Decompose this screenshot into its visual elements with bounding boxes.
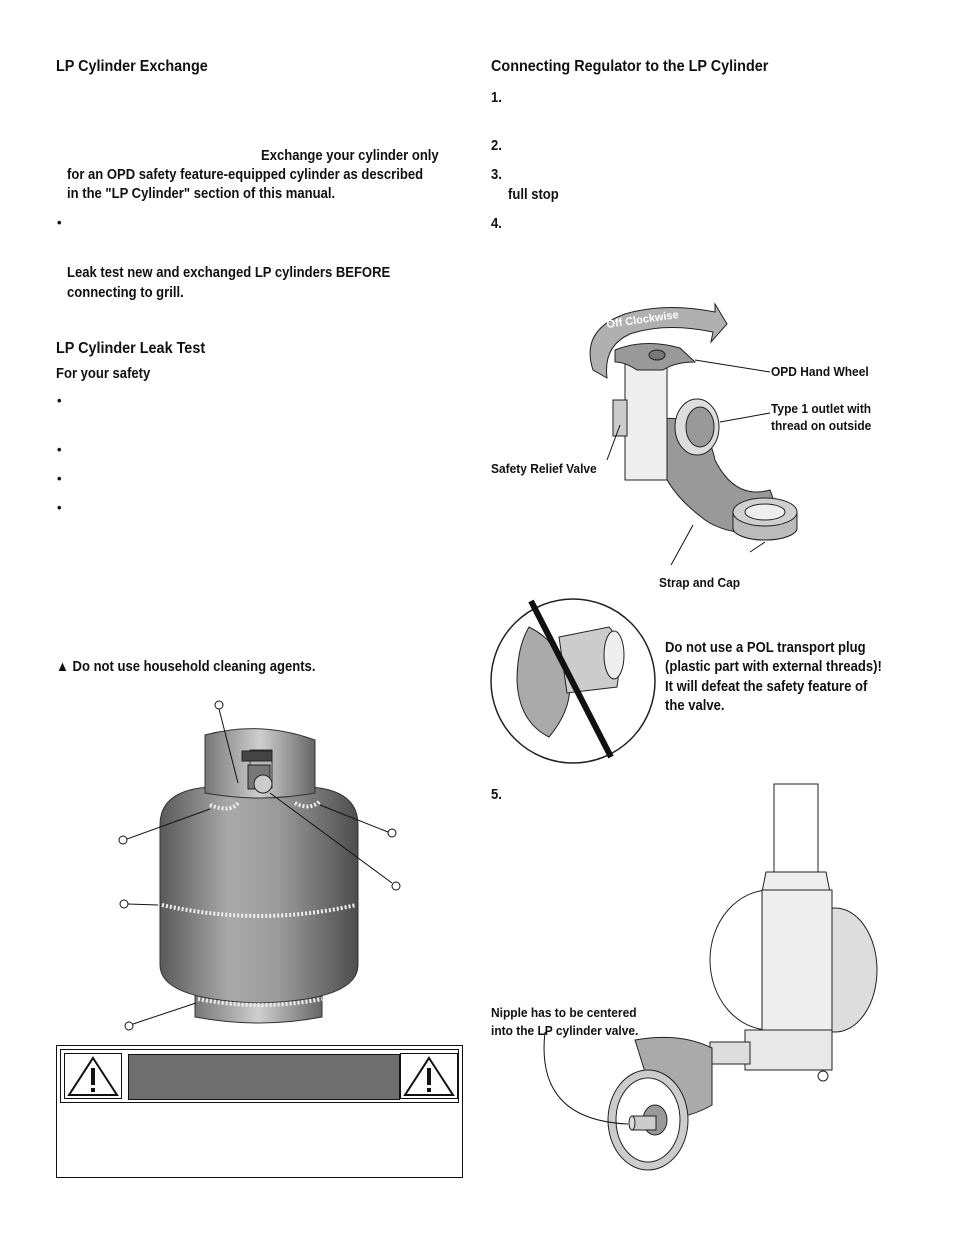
step3-text: full stop [508, 187, 559, 203]
type1-outlet-label-line2: thread on outside [771, 418, 872, 433]
exchange-text-line1: Exchange your cylinder only [261, 148, 439, 164]
pol-warning-line3: It will defeat the safety feature of [665, 679, 868, 695]
lp-cylinder-exchange-heading: LP Cylinder Exchange [56, 58, 208, 75]
bullet-point: • [57, 215, 62, 230]
pol-warning-line1: Do not use a POL transport plug [665, 640, 866, 656]
bullet-point: • [57, 471, 62, 486]
warning-triangle-icon [400, 1053, 458, 1099]
cleaning-agents-warning: ▲ Do not use household cleaning agents. [56, 659, 316, 675]
lp-tank-illustration [118, 700, 401, 1031]
step-number: 1. [491, 90, 502, 106]
strap-and-cap-label: Strap and Cap [659, 575, 741, 590]
bullet-point: • [57, 500, 62, 515]
step-number: 5. [491, 787, 502, 803]
warning-header [60, 1049, 459, 1103]
lp-cylinder-leak-test-heading: LP Cylinder Leak Test [56, 340, 206, 357]
danger-warning-box [56, 1045, 463, 1178]
bullet-point: • [57, 442, 62, 457]
regulator-illustration [543, 783, 878, 1171]
nipple-label-line2: into the LP cylinder valve. [491, 1023, 639, 1038]
step-number: 2. [491, 138, 502, 154]
exchange-text-line2: for an OPD safety feature-equipped cylin… [67, 167, 424, 183]
pol-warning-line2: (plastic part with external threads)! [665, 659, 882, 675]
leak-test-text-line2: connecting to grill. [67, 285, 184, 301]
exchange-text-line3: in the "LP Cylinder" section of this man… [67, 186, 336, 202]
opd-hand-wheel-label: OPD Hand Wheel [771, 364, 869, 379]
for-your-safety-subheading: For your safety [56, 366, 151, 382]
safety-relief-valve-label: Safety Relief Valve [491, 461, 597, 476]
opd-valve-illustration: Off Clockwise [589, 302, 798, 565]
step-number: 4. [491, 216, 502, 232]
leak-test-text-line1: Leak test new and exchanged LP cylinders… [67, 265, 391, 281]
pol-warning-line4: the valve. [665, 698, 725, 714]
warning-triangle-icon [64, 1053, 122, 1099]
bullet-point: • [57, 393, 62, 408]
type1-outlet-label-line1: Type 1 outlet with [771, 401, 872, 416]
connecting-regulator-heading: Connecting Regulator to the LP Cylinder [491, 58, 769, 75]
pol-plug-prohibited-icon [490, 598, 656, 764]
warning-signal-bar [128, 1054, 400, 1100]
step-number: 3. [491, 167, 502, 183]
nipple-label-line1: Nipple has to be centered [491, 1005, 637, 1020]
